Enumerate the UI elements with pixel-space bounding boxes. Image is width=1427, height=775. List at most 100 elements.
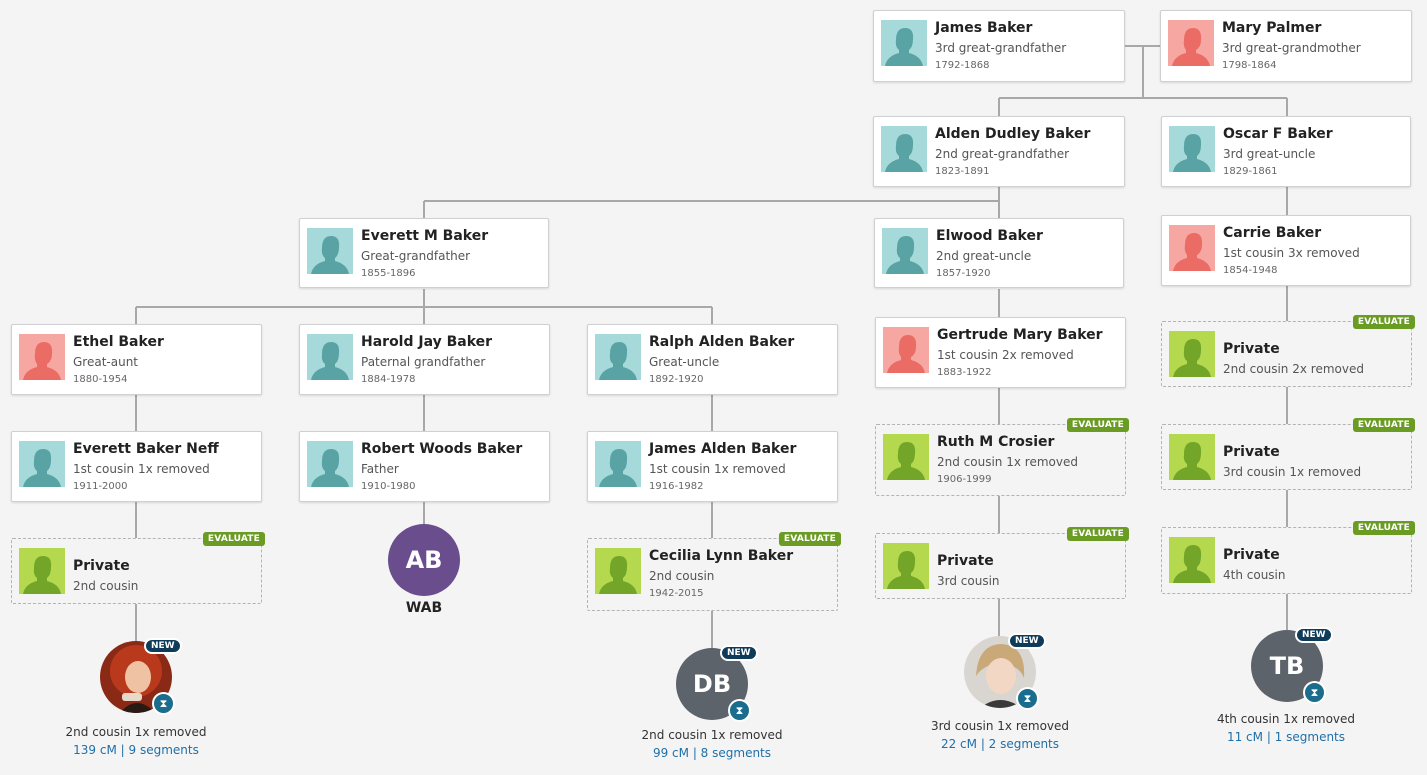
person-dates: 1883-1922 bbox=[937, 367, 992, 378]
person-dates: 1892-1920 bbox=[649, 374, 704, 385]
home-person-label: WAB bbox=[405, 600, 443, 616]
person-name: Mary Palmer bbox=[1222, 20, 1322, 36]
home-person-initials: AB bbox=[405, 546, 443, 574]
person-card-gertrude-mary-baker[interactable]: Gertrude Mary Baker 1st cousin 2x remove… bbox=[875, 317, 1126, 388]
evaluate-badge[interactable]: EVALUATE bbox=[1066, 527, 1129, 541]
male-silhouette-icon bbox=[307, 441, 353, 487]
male-silhouette-icon bbox=[882, 228, 928, 274]
person-relationship: 2nd cousin bbox=[73, 579, 139, 593]
match-initials: DB bbox=[692, 670, 732, 698]
match-dna-link[interactable]: 139 cM | 9 segments bbox=[73, 743, 199, 757]
new-match-badge: NEW bbox=[144, 638, 182, 654]
person-card-james-alden-baker[interactable]: James Alden Baker 1st cousin 1x removed … bbox=[587, 431, 838, 502]
evaluate-badge[interactable]: EVALUATE bbox=[1352, 315, 1415, 329]
match-relationship: 2nd cousin 1x removed bbox=[65, 725, 207, 739]
person-name: Elwood Baker bbox=[936, 228, 1043, 244]
person-card-ralph-alden-baker[interactable]: Ralph Alden Baker Great-uncle 1892-1920 bbox=[587, 324, 838, 395]
person-relationship: 3rd cousin 1x removed bbox=[1223, 465, 1362, 479]
person-card-private[interactable]: Private 3rd cousin 1x removed EVALUATE bbox=[1161, 418, 1415, 490]
person-relationship: 4th cousin bbox=[1223, 568, 1286, 582]
male-silhouette-icon bbox=[1169, 126, 1215, 172]
person-card-mary-palmer[interactable]: Mary Palmer 3rd great-grandmother 1798-1… bbox=[1160, 10, 1412, 82]
male-silhouette-icon bbox=[595, 334, 641, 380]
person-dates: 1916-1982 bbox=[649, 481, 704, 492]
person-dates: 1880-1954 bbox=[73, 374, 128, 385]
person-dates: 1910-1980 bbox=[361, 481, 416, 492]
person-name: Cecilia Lynn Baker bbox=[649, 548, 794, 564]
person-name: Everett Baker Neff bbox=[73, 441, 219, 457]
new-match-badge: NEW bbox=[1295, 627, 1333, 643]
person-card-private[interactable]: Private 4th cousin EVALUATE bbox=[1161, 521, 1415, 594]
person-card-harold-jay-baker[interactable]: Harold Jay Baker Paternal grandfather 18… bbox=[299, 324, 550, 395]
person-relationship: Great-aunt bbox=[73, 355, 139, 369]
person-name: Gertrude Mary Baker bbox=[937, 327, 1103, 343]
person-name: Private bbox=[937, 553, 994, 569]
match-relationship: 2nd cousin 1x removed bbox=[641, 728, 783, 742]
person-relationship: Great-uncle bbox=[649, 355, 720, 369]
person-relationship: 1st cousin 1x removed bbox=[649, 462, 786, 476]
private-silhouette-icon bbox=[883, 543, 929, 589]
private-silhouette-icon bbox=[19, 548, 65, 594]
person-dates: 1854-1948 bbox=[1223, 265, 1278, 276]
person-relationship: 3rd cousin bbox=[937, 574, 1000, 588]
person-dates: 1798-1864 bbox=[1222, 60, 1277, 71]
evaluate-badge[interactable]: EVALUATE bbox=[1352, 521, 1415, 535]
match-relationship: 3rd cousin 1x removed bbox=[930, 719, 1070, 733]
person-card-ruth-m-crosier[interactable]: Ruth M Crosier 2nd cousin 1x removed 190… bbox=[875, 418, 1129, 496]
person-name: Robert Woods Baker bbox=[361, 441, 523, 457]
person-name: Ruth M Crosier bbox=[937, 434, 1055, 450]
person-card-cecilia-lynn-baker[interactable]: Cecilia Lynn Baker 2nd cousin 1942-2015 … bbox=[587, 532, 841, 611]
person-relationship: Father bbox=[361, 462, 399, 476]
private-silhouette-icon bbox=[1169, 331, 1215, 377]
new-match-badge: NEW bbox=[1008, 633, 1046, 649]
person-dates: 1906-1999 bbox=[937, 474, 992, 485]
evaluate-badge[interactable]: EVALUATE bbox=[778, 532, 841, 546]
person-dates: 1829-1861 bbox=[1223, 166, 1278, 177]
person-card-alden-dudley-baker[interactable]: Alden Dudley Baker 2nd great-grandfather… bbox=[873, 116, 1125, 187]
person-card-private[interactable]: Private 3rd cousin EVALUATE bbox=[875, 527, 1129, 599]
person-relationship: 2nd cousin 1x removed bbox=[937, 455, 1078, 469]
male-silhouette-icon bbox=[881, 126, 927, 172]
person-card-private[interactable]: Private 2nd cousin 2x removed EVALUATE bbox=[1161, 315, 1415, 387]
person-card-elwood-baker[interactable]: Elwood Baker 2nd great-uncle 1857-1920 bbox=[874, 218, 1124, 288]
person-name: James Alden Baker bbox=[649, 441, 797, 457]
evaluate-badge[interactable]: EVALUATE bbox=[202, 532, 265, 546]
person-card-robert-woods-baker[interactable]: Robert Woods Baker Father 1910-1980 bbox=[299, 431, 550, 502]
female-silhouette-icon bbox=[1168, 20, 1214, 66]
person-dates: 1884-1978 bbox=[361, 374, 416, 385]
person-name: Private bbox=[1223, 547, 1280, 563]
person-card-ethel-baker[interactable]: Ethel Baker Great-aunt 1880-1954 bbox=[11, 324, 262, 395]
person-relationship: Paternal grandfather bbox=[361, 355, 486, 369]
private-silhouette-icon bbox=[1169, 537, 1215, 583]
dna-icon: ⧗ bbox=[152, 692, 175, 715]
person-card-everett-m-baker[interactable]: Everett M Baker Great-grandfather 1855-1… bbox=[299, 218, 549, 288]
person-card-oscar-f-baker[interactable]: Oscar F Baker 3rd great-uncle 1829-1861 bbox=[1161, 116, 1411, 187]
person-dates: 1855-1896 bbox=[361, 268, 416, 279]
match-dna-link[interactable]: 99 cM | 8 segments bbox=[652, 746, 772, 760]
private-silhouette-icon bbox=[1169, 434, 1215, 480]
home-person-avatar[interactable]: AB bbox=[388, 524, 460, 596]
evaluate-badge[interactable]: EVALUATE bbox=[1352, 418, 1415, 432]
person-dates: 1942-2015 bbox=[649, 588, 704, 599]
person-relationship: 1st cousin 3x removed bbox=[1223, 246, 1360, 260]
dna-icon: ⧗ bbox=[1303, 681, 1326, 704]
male-silhouette-icon bbox=[307, 334, 353, 380]
match-dna-link[interactable]: 11 cM | 1 segments bbox=[1226, 730, 1346, 744]
male-silhouette-icon bbox=[19, 441, 65, 487]
male-silhouette-icon bbox=[881, 20, 927, 66]
new-match-badge: NEW bbox=[720, 645, 758, 661]
evaluate-badge[interactable]: EVALUATE bbox=[1066, 418, 1129, 432]
person-name: Oscar F Baker bbox=[1223, 126, 1333, 142]
person-relationship: 2nd cousin 2x removed bbox=[1223, 362, 1364, 376]
male-silhouette-icon bbox=[595, 441, 641, 487]
match-dna-link[interactable]: 22 cM | 2 segments bbox=[940, 737, 1060, 751]
person-name: James Baker bbox=[935, 20, 1033, 36]
person-card-carrie-baker[interactable]: Carrie Baker 1st cousin 3x removed 1854-… bbox=[1161, 215, 1411, 286]
person-card-james-baker[interactable]: James Baker 3rd great-grandfather 1792-1… bbox=[873, 10, 1125, 82]
person-relationship: 2nd great-uncle bbox=[936, 249, 1032, 263]
dna-icon: ⧗ bbox=[1016, 687, 1039, 710]
person-card-private[interactable]: Private 2nd cousin EVALUATE bbox=[11, 532, 265, 604]
person-name: Private bbox=[1223, 444, 1280, 460]
person-card-everett-baker-neff[interactable]: Everett Baker Neff 1st cousin 1x removed… bbox=[11, 431, 262, 502]
